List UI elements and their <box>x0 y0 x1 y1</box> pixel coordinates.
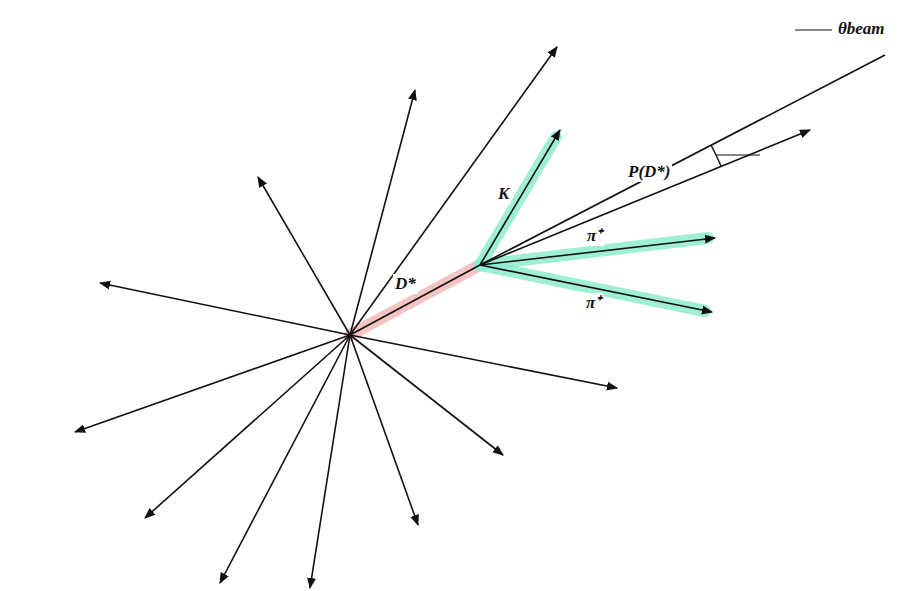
pion-track <box>480 265 712 312</box>
momentum-label: P(D*) <box>626 162 672 182</box>
particle-label: K <box>496 184 511 204</box>
track <box>75 335 350 432</box>
track <box>350 335 617 388</box>
leader-line <box>795 29 832 30</box>
track <box>350 90 415 335</box>
track <box>350 47 557 335</box>
angle-label: θbeam <box>836 19 887 39</box>
track <box>350 335 418 525</box>
particle-label: π⁺ <box>585 226 604 246</box>
beam-axis <box>480 55 885 265</box>
track <box>310 335 350 588</box>
track <box>145 335 350 518</box>
particle-label: π⁺ <box>584 293 603 313</box>
angle-tick <box>716 155 760 156</box>
track <box>258 177 350 335</box>
particle-label: D* <box>393 274 418 294</box>
momentum-arrow <box>480 130 810 265</box>
track <box>100 283 350 335</box>
track-highlight <box>350 265 480 335</box>
d-star-track <box>350 265 480 335</box>
track <box>350 335 503 455</box>
